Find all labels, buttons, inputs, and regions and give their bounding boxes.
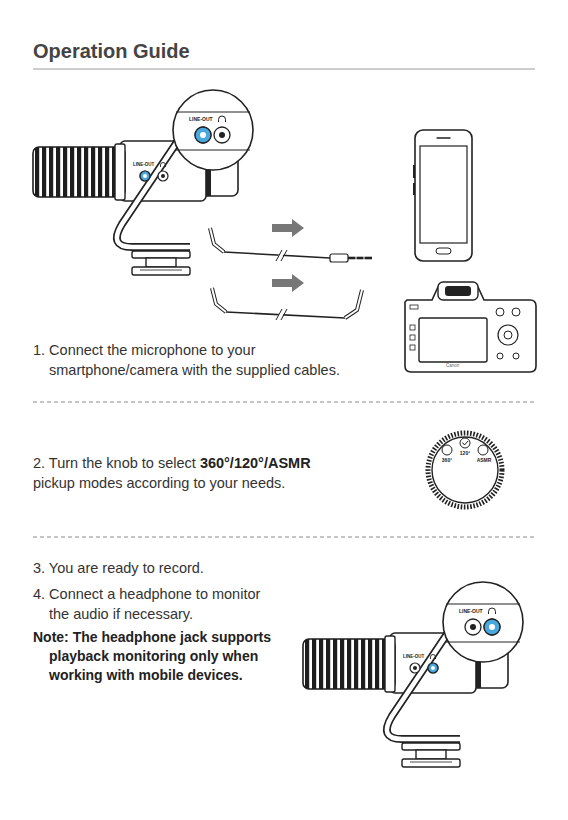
page-title: Operation Guide [33, 40, 190, 63]
step-text: 1. Connect the microphone to your smartp… [33, 340, 363, 380]
step-block: 2. Turn the knob to select360°/120°/ASMR… [33, 453, 373, 493]
step-text: 4. Connect a headphone to monitor the au… [33, 584, 278, 624]
port-label: LINE-OUT [459, 609, 483, 614]
mode-text: 360°/120°/ASMR [200, 455, 311, 471]
knob-label: 360° [442, 457, 452, 463]
step-text: pickup modes according to your needs. [49, 473, 373, 493]
brand-mark: Canon [446, 363, 459, 368]
knob-label: ASMR [477, 457, 492, 463]
knob-label: 120° [460, 450, 470, 456]
note-text: Note: The headphone jack supports playba… [33, 628, 283, 685]
port-label: LINE-OUT [133, 162, 154, 167]
port-label: LINE-OUT [189, 117, 213, 122]
port-label: LINE-OUT [403, 654, 424, 659]
step-text: 2. Turn the knob to select [33, 455, 196, 471]
step-text: 3. You are ready to record. [33, 558, 363, 578]
